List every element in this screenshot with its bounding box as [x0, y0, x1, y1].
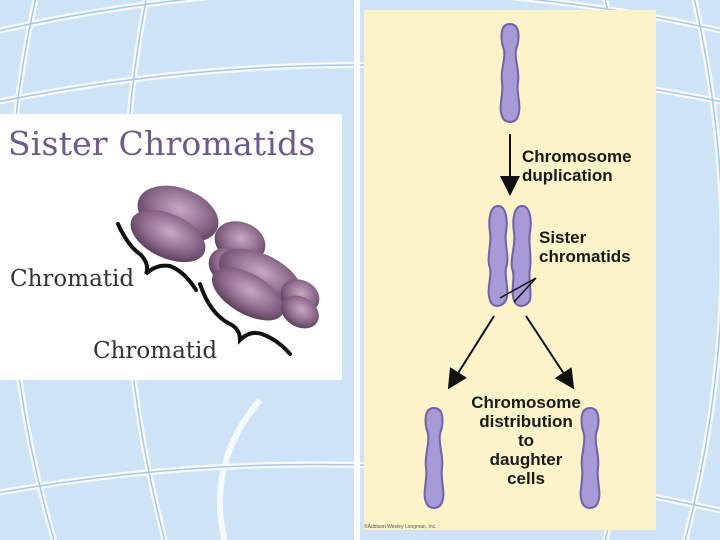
label-sister-chromatids: Sister chromatids — [539, 228, 631, 266]
label-line: Chromosome — [471, 393, 581, 412]
copyright-notice: ©Addison Wesley Longman, Inc. — [364, 524, 437, 530]
label-line: cells — [507, 469, 545, 488]
label-line: chromatids — [539, 247, 631, 266]
daughter-chromosome-left — [423, 406, 445, 509]
label-line: to — [517, 431, 535, 450]
diagram-art — [423, 22, 601, 509]
sister-pointer-2 — [513, 277, 537, 303]
label-chromosome-duplication: Chromosome duplication — [522, 147, 632, 185]
chromatid-label-lower: Chromatid — [93, 338, 218, 364]
sister-chromatids-panel: Sister Chromatids Chromatid Chromatid — [0, 114, 342, 380]
label-chromosome-distribution: Chromosome distribution to daughter cell… — [446, 393, 606, 488]
label-line: distribution — [479, 412, 573, 431]
chromatid-micrograph — [116, 185, 320, 356]
lower-chromatid — [211, 248, 320, 329]
chromatid-brackets — [116, 222, 292, 356]
label-line: Sister — [539, 228, 587, 247]
label-line: Chromosome — [522, 147, 632, 166]
daughter-chromosome-right — [579, 406, 601, 509]
chromosome-duplicated — [487, 204, 532, 307]
distribution-arrow-right — [525, 315, 575, 390]
panel-title: Sister Chromatids — [8, 124, 316, 163]
chromosome-single-top — [499, 22, 521, 123]
chromosome-duplication-diagram: Chromosome duplication Sister chromatids… — [364, 10, 656, 530]
label-line: daughter — [489, 450, 563, 469]
distribution-arrow-left — [447, 315, 495, 390]
sister-pointer-1 — [499, 277, 537, 299]
chromatid-label-upper: Chromatid — [10, 266, 135, 292]
label-line: duplication — [522, 166, 613, 185]
